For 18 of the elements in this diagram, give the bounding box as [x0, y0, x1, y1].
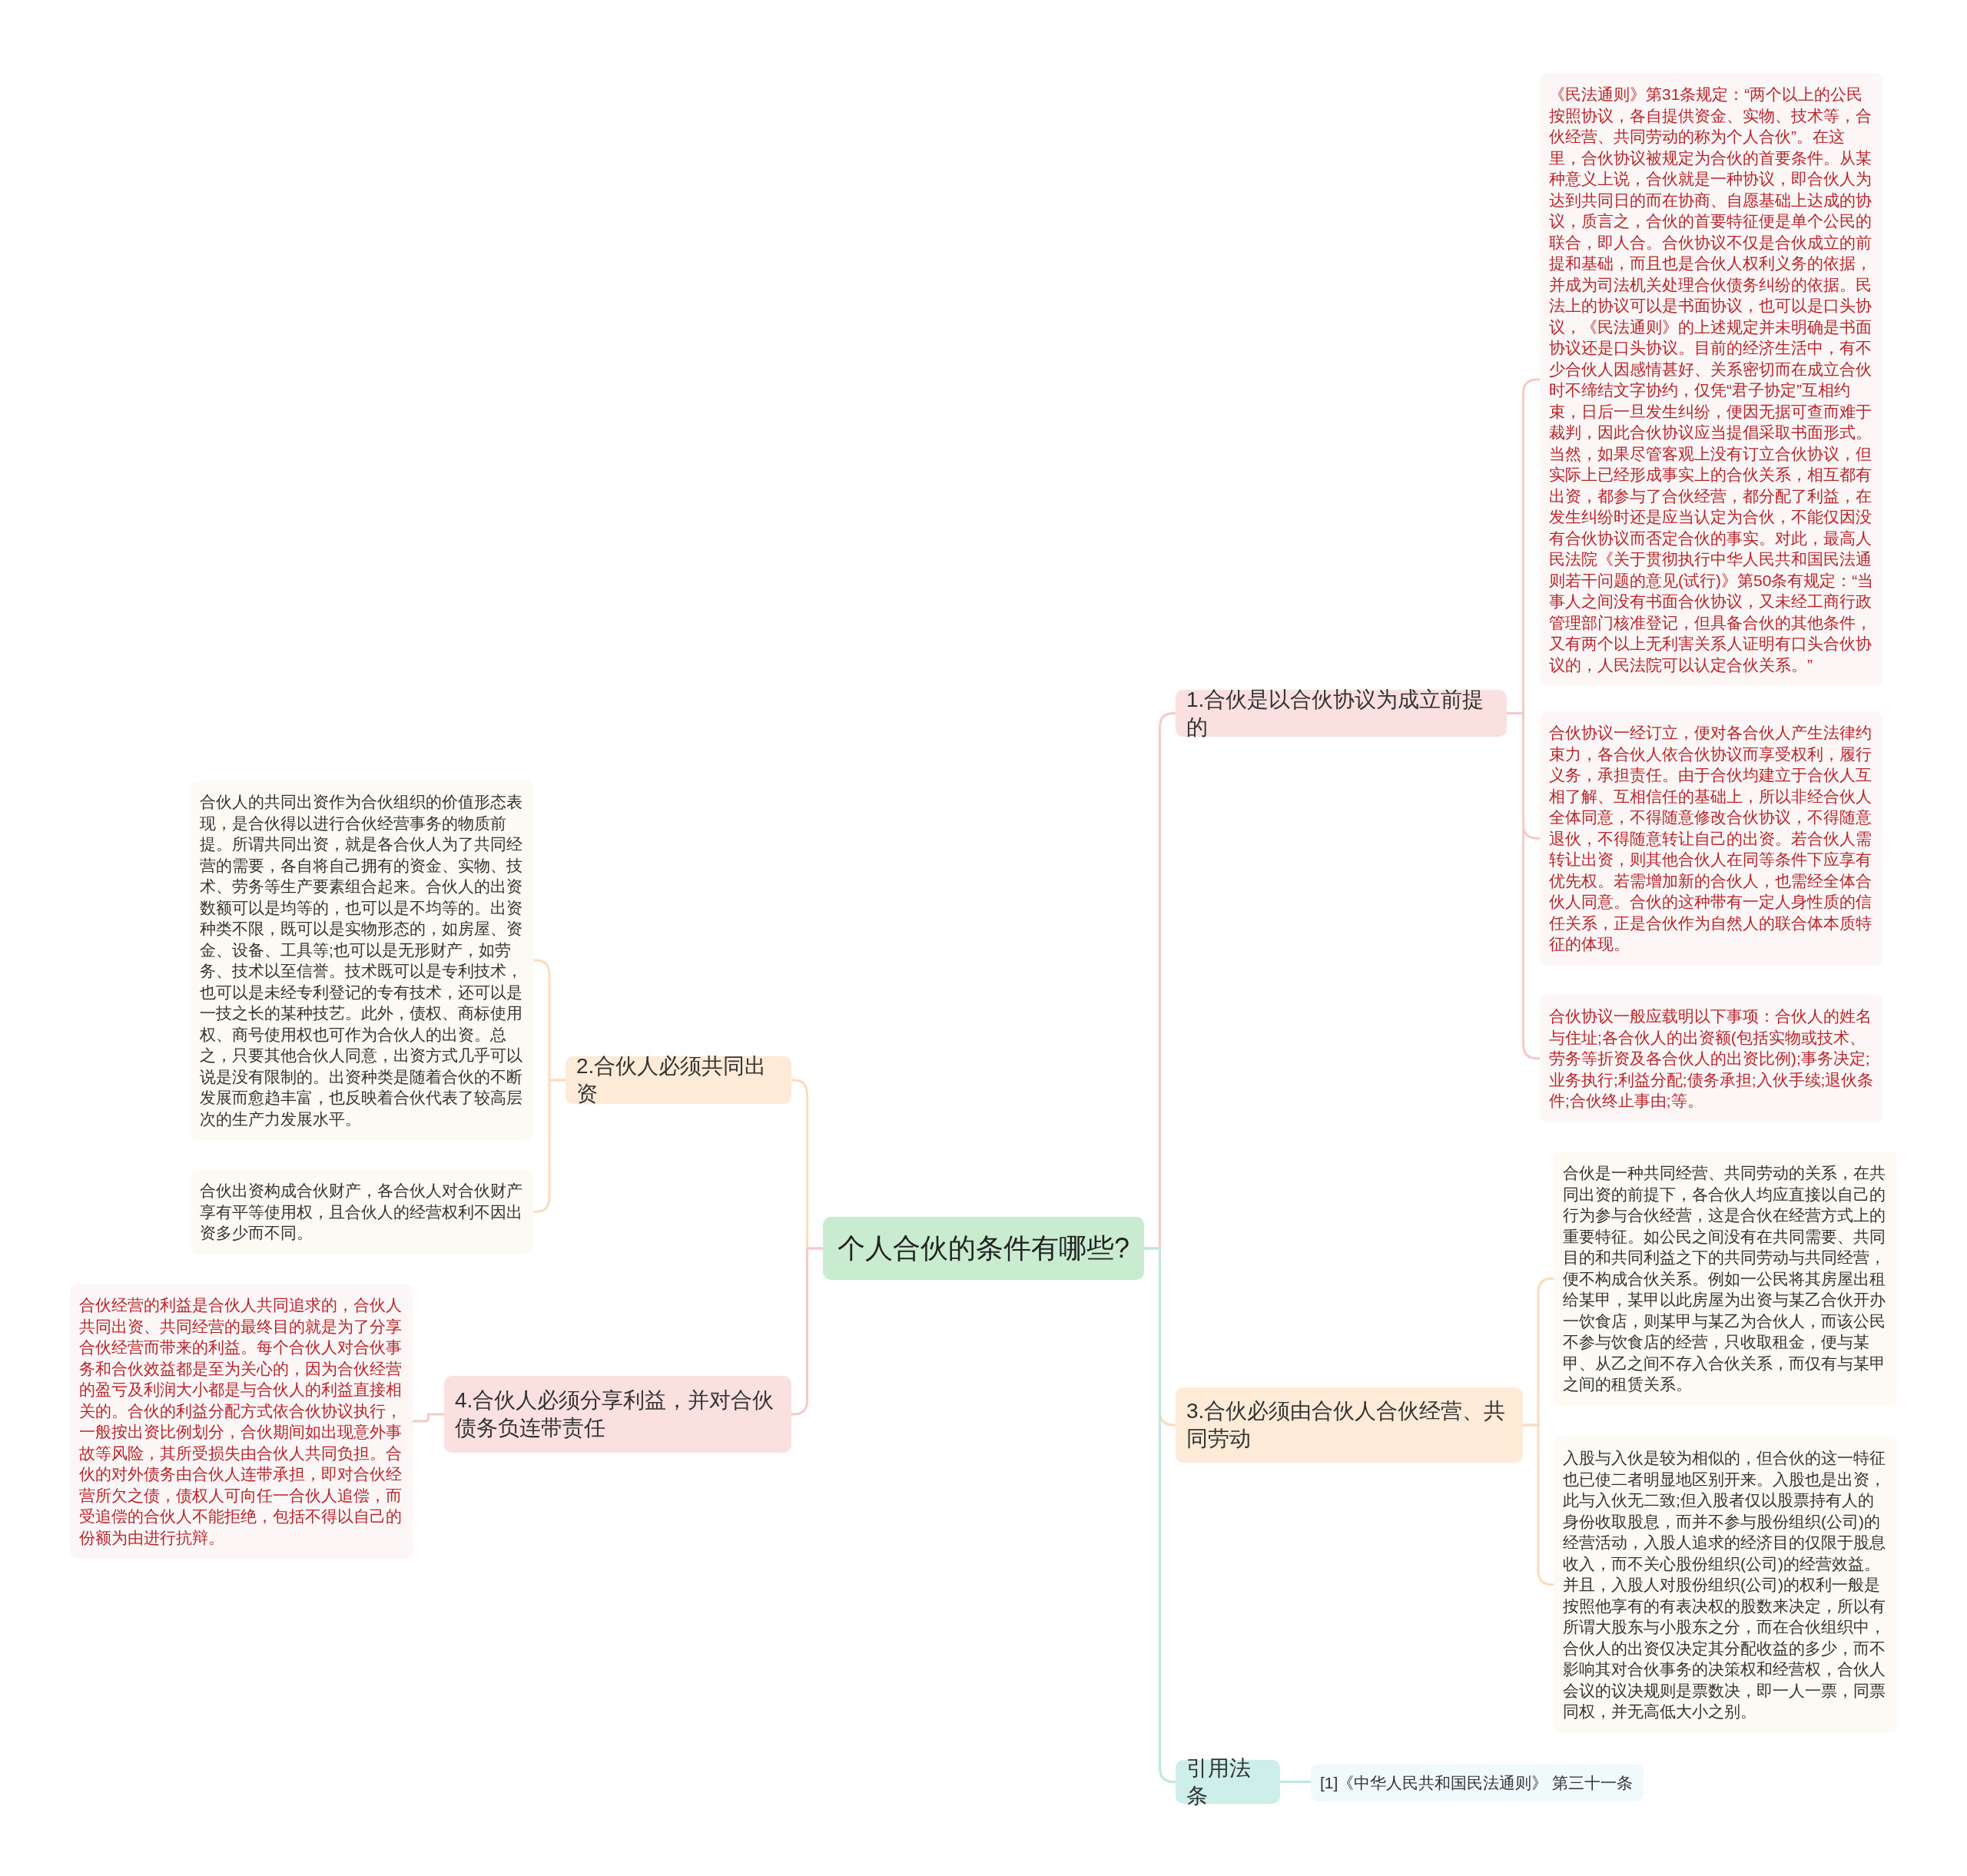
topic-box: 4.合伙人必须分享利益，并对合伙债务负连带责任 — [444, 1376, 791, 1453]
note-box: 合伙协议一经订立，便对各合伙人产生法律约束力，各合伙人依合伙协议而享受权利，履行义务，承担责任。由于合伙均建立于合伙人互相了解、互相信任的基础上，所以非经合伙人全体同意，不得随意修改合伙协议，不得随意退伙，不得随意转让自己的出资。若合伙人需转让出资，则其他合伙人在同等条件下应享有优先权。若需增加新的合伙人，也需经全体合伙人同意。合伙的这种带有一定人身性质的信任关系，正是合伙作为自然人的联合体本质特征的体现。 — [1540, 711, 1882, 966]
note-box: 入股与入伙是较为相似的，但合伙的这一特征也已使二者明显地区别开来。入股也是出资，此与入伙无二致;但入股者仅以股票持有人的身份收取股息，而并不参与股份组织(公司)的经营活动，入股人追求的经济目的仅限于股息收入，而不关心股份组织(公司)的经营效益。并且，入股人对股份组织(公司)的权利一般是按照他享有的有表决权的股数来决定，所以有所谓大股东与小股东之分，而在合伙组织中，合伙人的出资仅决定其分配收益的多少，而不影响其对合伙事务的决策权和经营权，合伙人会议的议决规则是票数决，即一人一票，同票同权，并无高低大小之别。 — [1554, 1437, 1897, 1733]
note-box: 《民法通则》第31条规定：“两个以上的公民按照协议，各自提供资金、实物、技术等，合伙经营、共同劳动的称为个人合伙”。在这里，合伙协议被规定为合伙的首要条件。从某种意义上说，合伙就是一种协议，即合伙人为达到共同日的而在协商、自愿基础上达成的协议，质言之，合伙的首要特征便是单个公民的联合，即人合。合伙协议不仅是合伙成立的前提和基础，而且也是合伙人权利义务的依据，并成为司法机关处理合伙债务纠纷的依据。民法上的协议可以是书面协议，也可以是口头协议，《民法通则》的上述规定并未明确是书面协议还是口头协议。目前的经济生活中，有不少合伙人因感情甚好、关系密切而在成立合伙时不缔结文字协约，仅凭“君子协定”互相约束，日后一旦发生纠纷，便因无据可查而难于裁判，因此合伙协议应当提倡采取书面形式。当然，如果尽管客观上没有订立合伙协议，但实际上已经形成事实上的合伙关系，相互都有出资，都参与了合伙经营，都分配了利益，在发生纠纷时还是应当认定为合伙，不能仅因没有合伙协议而否定合伙的事实。对此，最高人民法院《关于贯彻执行中华人民共和国民法通则若干问题的意见(试行)》第50条有规定：“当事人之间没有书面合伙协议，又未经工商行政管理部门核准登记，但具备合伙的其他条件，又有两个以上无利害关系人证明有口头合伙协议的，人民法院可以认定合伙关系。” — [1540, 73, 1882, 686]
topic-box: 2.合伙人必须共同出资 — [566, 1056, 791, 1104]
note-box: 合伙出资构成合伙财产，各合伙人对合伙财产享有平等使用权，且合伙人的经营权利不因出资多少而不同。 — [191, 1169, 533, 1255]
note-box: 合伙经营的利益是合伙人共同追求的，合伙人共同出资、共同经营的最终目的就是为了分享合伙经营而带来的利益。每个合伙人对合伙事务和合伙效益都是至为关心的，因为合伙经营的盈亏及利润大小都是与合伙人的利益直接相关的。合伙的利益分配方式依合伙协议执行，一般按出资比例划分，合伙期间如出现意外事故等风险，其所受损失由合伙人共同负担。合伙的对外债务由合伙人连带承担，即对合伙经营所欠之债，债权人可向任一合伙人追偿，而受追偿的合伙人不能拒绝，包括不得以自己的份额为由进行抗辩。 — [70, 1284, 413, 1559]
connector-line — [1507, 712, 1541, 1060]
topic-box: 1.合伙是以合伙协议为成立前提的 — [1176, 690, 1507, 737]
citation-box: [1]《中华人民共和国民法通则》 第三十一条 — [1311, 1764, 1644, 1801]
central-topic-box: 个人合伙的条件有哪些? — [823, 1217, 1144, 1280]
connector-line — [1523, 1424, 1554, 1586]
note-box: 合伙是一种共同经营、共同劳动的关系，在共同出资的前提下，各合伙人均应直接以自己的行为参与合伙经营，这是合伙在经营方式上的重要特征。如公民之间没有在共同需要、共同目的和共同利益之下的共同劳动与共同经营，便不构成合伙关系。例如一公民将其房屋出租给某甲，某甲以此房屋为出资与某乙合伙开办一饮食店，则某甲与某乙为合伙人，而该公民不参与饮食店的经营，只收取租金，便与某甲、从乙之间不存入合伙关系，而仅有与某甲之间的租赁关系。 — [1554, 1152, 1897, 1406]
connector-line — [1280, 1781, 1311, 1783]
note-box: 合伙协议一般应载明以下事项：合伙人的姓名与住址;各合伙人的出资额(包括实物或技术、劳务等折资及各合伙人的出资比例);事务决定;业务执行;利益分配;债务承担;入伙手续;退伙条件;合伙终止事由;等。 — [1540, 995, 1882, 1122]
topic-box: 3.合伙必须由合伙人合伙经营、共同劳动 — [1176, 1387, 1523, 1463]
note-box: 合伙人的共同出资作为合伙组织的价值形态表现，是合伙得以进行合伙经营事务的物质前提。所谓共同出资，就是各合伙人为了共同经营的需要，各自将自己拥有的资金、实物、技术、劳务等生产要素组合起来。合伙人的出资数额可以是均等的，也可以是不均等的。出资种类不限，既可以是实物形态的，如房屋、资金、设备、工具等;也可以是无形财产，如劳务、技术以至信誉。技术既可以是专利技术，也可以是未经专利登记的专有技术，还可以是一技之长的某种技艺。此外，债权、商标使用权、商号使用权也可作为合伙人的出资。总之，只要其他合伙人同意，出资方式几乎可以说是没有限制的。出资种类是随着合伙的不断发展而愈趋丰富，也反映着合伙代表了较高层次的生产力发展水平。 — [191, 781, 533, 1140]
connector-line — [413, 1413, 444, 1423]
